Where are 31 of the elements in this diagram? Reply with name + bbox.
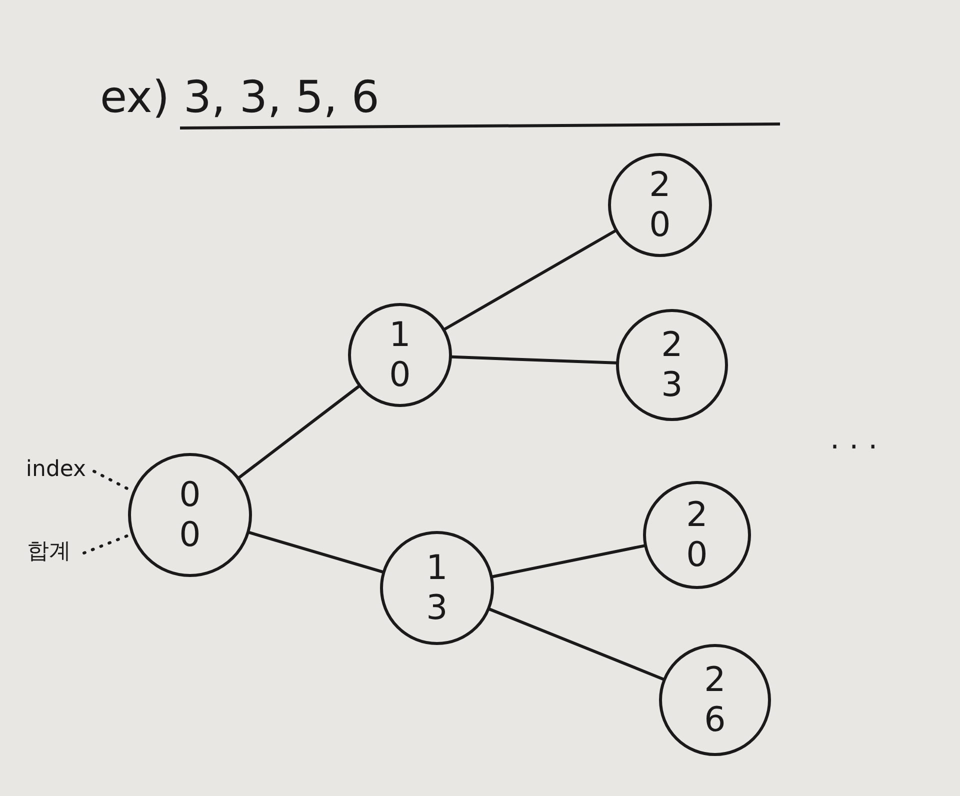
title: ex) 3, 3, 5, 6 (100, 72, 380, 123)
node-value: 0 (179, 515, 201, 555)
tree-node-circle (616, 309, 728, 421)
tree-node-circle (659, 644, 771, 756)
node-value: 0 (686, 535, 708, 575)
ellipsis-text: · · · (830, 430, 878, 465)
node-value: 2 (661, 325, 683, 365)
tree-node-circle (348, 303, 452, 407)
tree-branch-line (488, 608, 665, 681)
node-value: 2 (704, 660, 726, 700)
tree-node-circle (643, 481, 751, 589)
tree-branch-line (238, 385, 360, 479)
node-value: 1 (389, 315, 411, 355)
annotation-text: 합계 (27, 538, 71, 566)
tree-branch-line (450, 355, 618, 364)
tree-node-circle (608, 153, 712, 257)
tree-node-circle (380, 531, 494, 645)
node-value: 0 (179, 475, 201, 515)
node-value: 3 (661, 365, 683, 405)
node-value: 2 (686, 495, 708, 535)
node-value: 0 (389, 355, 411, 395)
node-value: 0 (649, 205, 671, 245)
node-value: 2 (649, 165, 671, 205)
tree-node-circle (128, 453, 252, 577)
tree-branch-line (248, 531, 384, 574)
tree-branch-line (444, 230, 616, 330)
node-value: 6 (704, 700, 726, 740)
annotation-text: index (26, 456, 86, 482)
node-value: 1 (426, 548, 448, 588)
tree-branch-line (491, 544, 646, 578)
node-value: 3 (426, 588, 448, 628)
